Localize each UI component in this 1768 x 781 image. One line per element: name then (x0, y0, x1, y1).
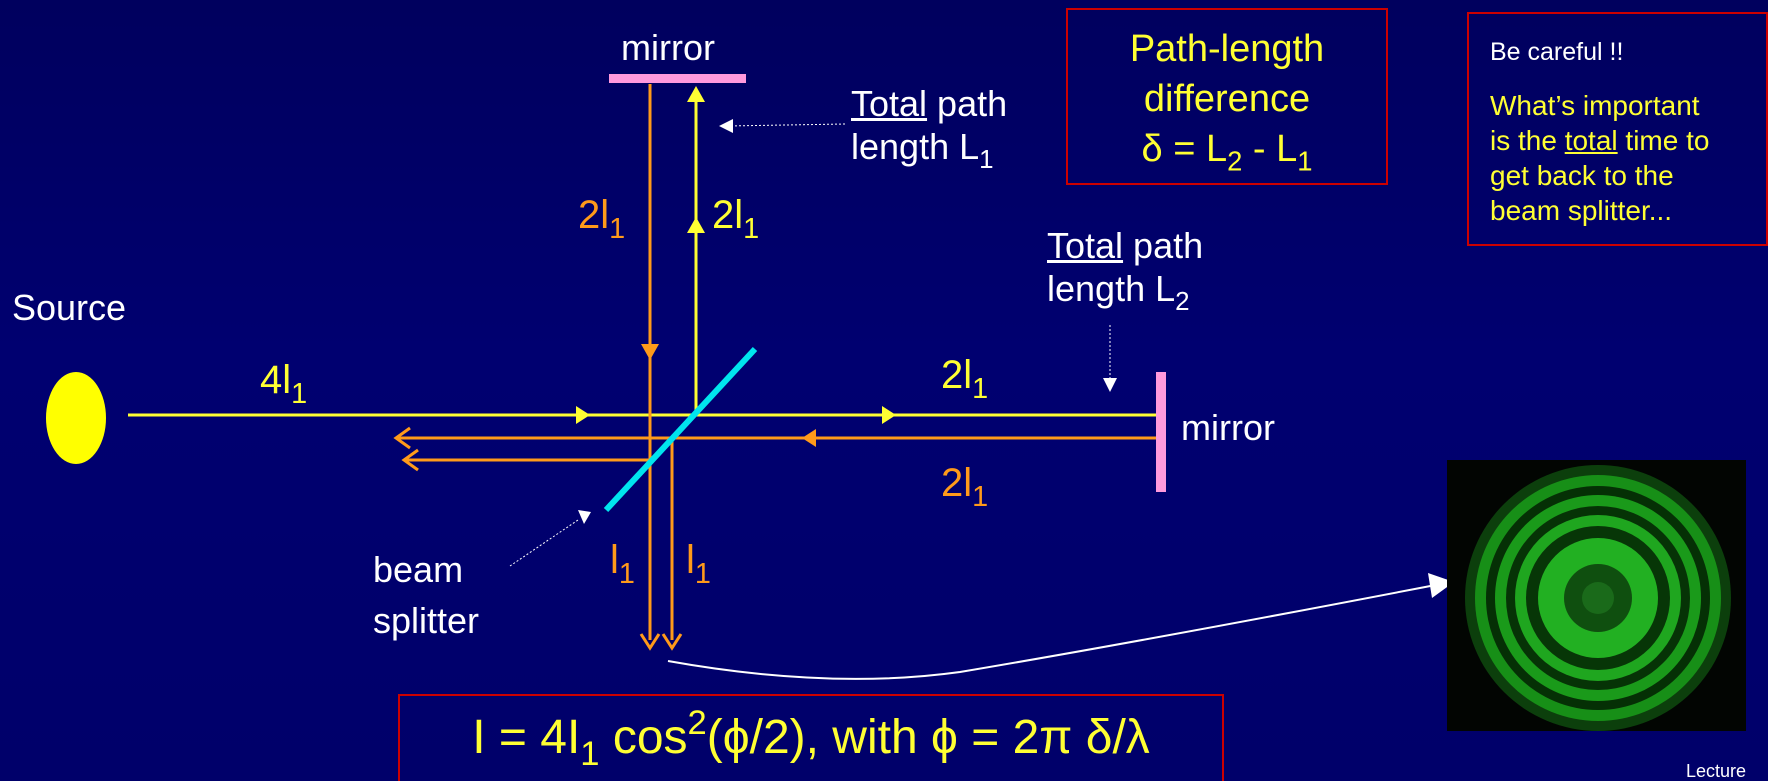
arrowhead-to-mirror (882, 406, 896, 424)
note-line1: What’s important (1490, 90, 1700, 121)
label-sub: 2 (1175, 288, 1190, 317)
label-sub: 1 (979, 146, 994, 175)
path-length-line2: difference (1143, 78, 1311, 120)
label-2l1-yellow-right: 2l1 (941, 353, 989, 406)
arrowhead-left-out2 (401, 448, 419, 472)
fringe-pattern-image (1447, 460, 1746, 731)
label-total-word: Total (1047, 225, 1124, 266)
pointer-beamsplitter-head (578, 510, 591, 524)
label-splitter: splitter (373, 600, 480, 641)
label-mirror-right: mirror (1181, 407, 1275, 448)
label-l1-right: l1 (686, 538, 711, 591)
path-length-equation: δ = L2 - L1 (1141, 128, 1313, 177)
pointer-beamsplitter (509, 519, 579, 567)
label-beam: beam (373, 549, 464, 590)
label-source: Source (12, 287, 127, 328)
note-line4: beam splitter... (1490, 195, 1673, 226)
arrowhead-incoming (576, 406, 590, 424)
pointer-l1 (726, 123, 846, 127)
label-length-word: length L (851, 126, 980, 168)
pointer-l1-head (719, 119, 733, 133)
label-2l1-yellow-up: 2l1 (712, 193, 760, 246)
label-path-word: path (927, 83, 1008, 124)
path-length-box: Path-length difference δ = L2 - L1 (1066, 8, 1388, 185)
note-line3: get back to the (1490, 160, 1674, 191)
label-2l1-orange-right: 2l1 (941, 461, 989, 514)
mirror-top (609, 74, 746, 83)
label-4l1: 4l1 (260, 358, 308, 411)
path-length-line1: Path-length (1129, 28, 1325, 70)
arrowhead-left-out1 (393, 426, 411, 450)
label-path-word: path (1123, 225, 1204, 266)
note-box: Be careful !! What’s important is the to… (1467, 12, 1768, 246)
label-l1-left: l1 (610, 538, 635, 591)
curve-arrow-to-fringes (667, 582, 1447, 680)
note-heading: Be careful !! (1490, 38, 1624, 66)
label-length-word: length L (1047, 268, 1176, 310)
arrowhead-up-top (687, 86, 705, 102)
label-total-word: Total (851, 83, 928, 124)
arrowhead-left-right (802, 429, 816, 447)
arrowhead-down-bottom1 (639, 633, 661, 651)
arrowhead-down-bottom2 (661, 633, 683, 651)
pointer-l2-head (1103, 378, 1117, 392)
curve-arrow-head (1428, 573, 1454, 598)
beam-splitter (603, 346, 758, 513)
arrowhead-up-mid (687, 217, 705, 233)
label-total-path-l2: Total path length L2 (1047, 224, 1204, 315)
formula-text: I = 4I1 cos2(ϕ/2), with ϕ = 2π δ/λ (472, 704, 1150, 774)
source-ellipse (46, 372, 106, 464)
formula-box: I = 4I1 cos2(ϕ/2), with ϕ = 2π δ/λ (398, 694, 1224, 781)
label-mirror-top: mirror (621, 27, 715, 68)
label-total-path-l1: Total path length L1 (851, 82, 1008, 173)
arrowhead-down-mid (641, 344, 659, 360)
note-line2: is the total time to (1490, 125, 1710, 156)
footer-lecture: Lecture (1686, 761, 1747, 781)
label-2l1-orange-up: 2l1 (578, 193, 626, 246)
mirror-right (1156, 372, 1166, 492)
